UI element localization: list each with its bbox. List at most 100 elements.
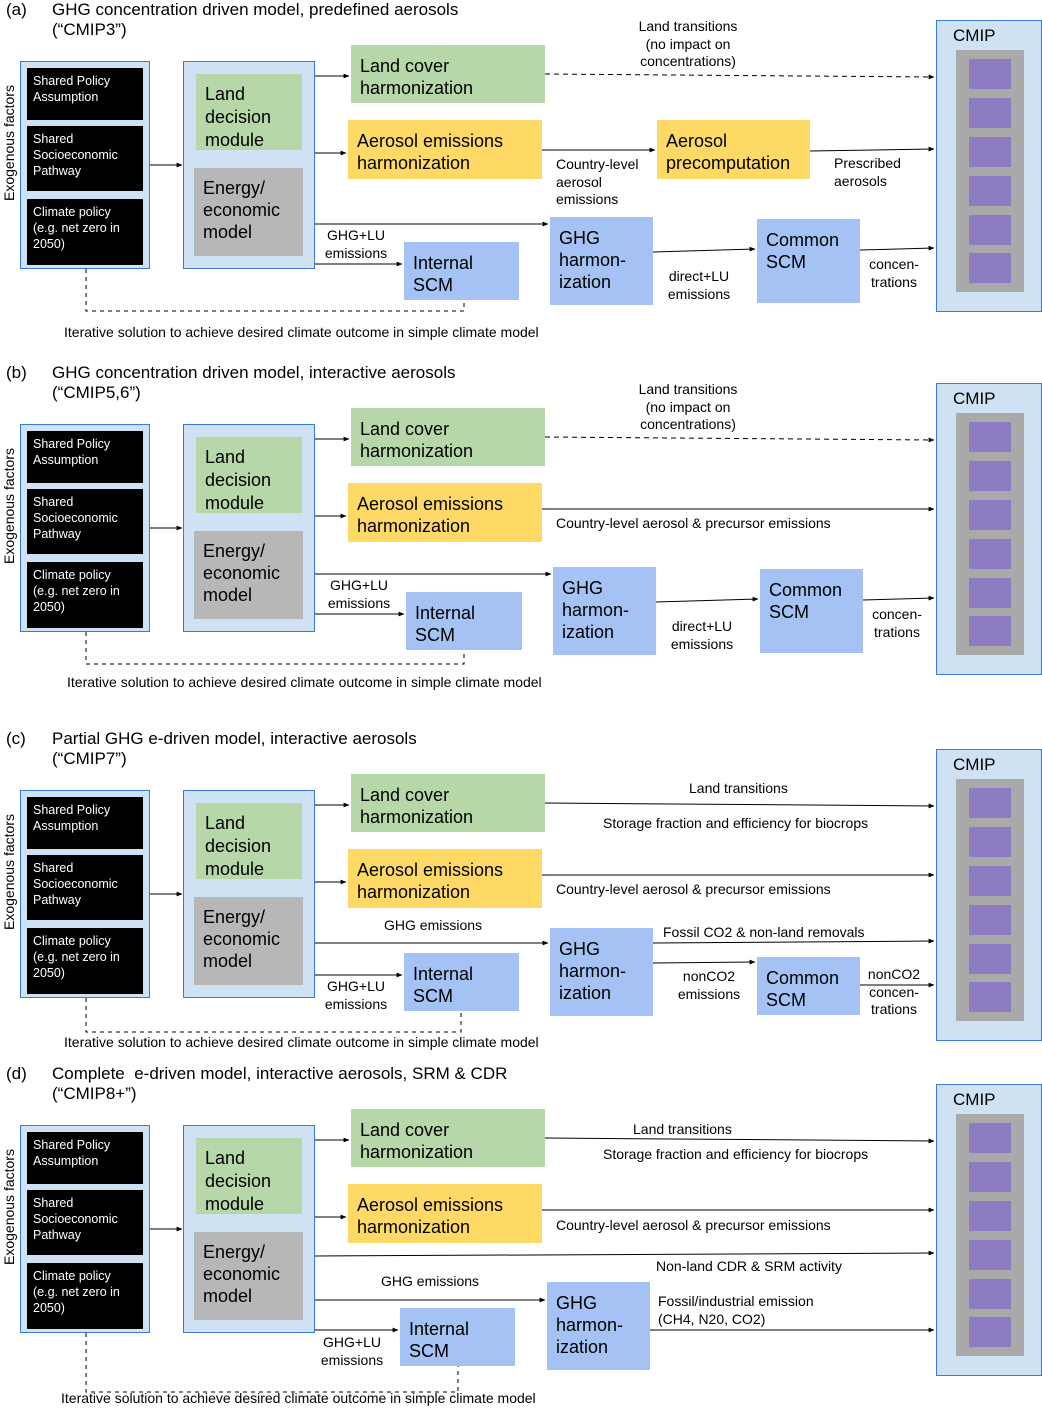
cmip-title: CMIP <box>953 389 996 408</box>
cmip-model-slot <box>969 461 1011 491</box>
panel-subtitle: (“CMIP3”) <box>52 20 127 39</box>
ghg-harmonization: GHG harmon- ization <box>547 1282 650 1370</box>
land-decision-module: Land decision module <box>196 437 302 513</box>
cmip-model-slot <box>969 253 1011 283</box>
ghg-lu-emissions-label: GHG+LU emissions <box>324 978 388 1012</box>
cmip-model-slot <box>969 944 1011 974</box>
cmip-model-stack <box>956 413 1024 655</box>
panel-a: (a)GHG concentration driven model, prede… <box>0 0 1042 350</box>
ghg-emissions-label: GHG emissions <box>381 1273 480 1289</box>
shared-socioeconomic-pathway: Shared Socioeconomic Pathway <box>27 126 143 191</box>
land-decision-module: Land decision module <box>196 1138 302 1214</box>
cmip-model-slot <box>969 176 1011 206</box>
panel-title: (c)Partial GHG e-driven model, interacti… <box>6 729 417 748</box>
prescribed-aerosols-label: Prescribed aerosols <box>834 155 901 189</box>
common-scm: Common SCM <box>757 957 860 1015</box>
non-land-cdr-label: Non-land CDR & SRM activity <box>656 1258 842 1274</box>
aerosol-precomputation: Aerosol precomputation <box>657 120 810 179</box>
internal-scm: Internal SCM <box>406 592 522 650</box>
iterative-solution-label: Iterative solution to achieve desired cl… <box>61 1390 536 1406</box>
model-box: Land decision module Energy/ economic mo… <box>183 1125 315 1333</box>
exogenous-factors-box: Shared Policy Assumption Shared Socioeco… <box>20 790 150 998</box>
cmip-box: CMIP <box>936 749 1042 1041</box>
panel-subtitle: (“CMIP5,6”) <box>52 383 141 402</box>
cmip-model-slot <box>969 827 1011 857</box>
cmip-title: CMIP <box>953 26 996 45</box>
iterative-solution-label: Iterative solution to achieve desired cl… <box>67 674 542 690</box>
cmip-model-stack <box>956 779 1024 1021</box>
fossil-industrial-label: Fossil/industrial emission (CH4, N20, CO… <box>658 1293 814 1327</box>
internal-scm: Internal SCM <box>404 242 519 300</box>
model-box: Land decision module Energy/ economic mo… <box>183 790 315 998</box>
cmip-model-slot <box>969 616 1011 646</box>
model-box: Land decision module Energy/ economic mo… <box>183 61 315 269</box>
panel-d: (d)Complete e-driven model, interactive … <box>0 1064 1042 1414</box>
cmip-model-stack <box>956 1114 1024 1356</box>
climate-policy: Climate policy (e.g. net zero in 2050) <box>27 562 143 628</box>
cmip-model-slot <box>969 1162 1011 1192</box>
land-cover-harmonization: Land cover harmonization <box>351 1109 545 1167</box>
cmip-box: CMIP <box>936 383 1042 675</box>
exogenous-factors-box: Shared Policy Assumption Shared Socioeco… <box>20 424 150 632</box>
country-level-label: Country-level aerosol & precursor emissi… <box>556 881 831 897</box>
arrows <box>85 436 935 665</box>
cmip-model-slot <box>969 422 1011 452</box>
cmip-model-slot <box>969 1123 1011 1153</box>
country-level-label: Country-level aerosol emissions <box>556 156 639 207</box>
shared-socioeconomic-pathway: Shared Socioeconomic Pathway <box>27 489 143 554</box>
storage-fraction-label: Storage fraction and efficiency for bioc… <box>603 1146 869 1162</box>
land-cover-harmonization: Land cover harmonization <box>351 408 545 466</box>
country-level-label: Country-level aerosol & precursor emissi… <box>556 515 831 531</box>
energy-economic-model: Energy/ economic model <box>194 531 303 619</box>
cmip-model-slot <box>969 137 1011 167</box>
panel-subtitle: (“CMIP8+”) <box>52 1084 137 1103</box>
land-cover-harmonization: Land cover harmonization <box>351 774 545 832</box>
cmip-model-slot <box>969 500 1011 530</box>
shared-policy-assumption: Shared Policy Assumption <box>27 431 143 483</box>
climate-policy: Climate policy (e.g. net zero in 2050) <box>27 928 143 994</box>
panel-b: (b)GHG concentration driven model, inter… <box>0 363 1042 713</box>
cmip-model-slot <box>969 1201 1011 1231</box>
shared-policy-assumption: Shared Policy Assumption <box>27 797 143 849</box>
aerosol-emissions-harmonization: Aerosol emissions harmonization <box>348 483 542 542</box>
cmip-title: CMIP <box>953 1090 996 1109</box>
model-box: Land decision module Energy/ economic mo… <box>183 424 315 632</box>
shared-policy-assumption: Shared Policy Assumption <box>27 68 143 120</box>
arrows <box>85 73 935 312</box>
shared-policy-assumption: Shared Policy Assumption <box>27 1132 143 1184</box>
cmip-model-slot <box>969 982 1011 1012</box>
ghg-lu-emissions-label: GHG+LU emissions <box>327 577 391 611</box>
country-level-label: Country-level aerosol & precursor emissi… <box>556 1217 831 1233</box>
concentrations-label: concen- trations <box>869 256 919 290</box>
cmip-model-slot <box>969 578 1011 608</box>
ghg-harmonization: GHG harmon- ization <box>550 928 653 1016</box>
cmip-title: CMIP <box>953 755 996 774</box>
direct-lu-emissions-label: direct+LU emissions <box>670 618 734 652</box>
aerosol-emissions-harmonization: Aerosol emissions harmonization <box>348 849 542 908</box>
iterative-solution-label: Iterative solution to achieve desired cl… <box>64 1034 539 1050</box>
internal-scm: Internal SCM <box>404 953 519 1011</box>
ghg-harmonization: GHG harmon- ization <box>553 567 656 655</box>
energy-economic-model: Energy/ economic model <box>194 1232 303 1320</box>
storage-fraction-label: Storage fraction and efficiency for bioc… <box>603 815 869 831</box>
fossil-co2-label: Fossil CO2 & non-land removals <box>663 924 865 940</box>
ghg-lu-emissions-label: GHG+LU emissions <box>324 227 388 261</box>
land-decision-module: Land decision module <box>196 74 302 150</box>
iterative-solution-label: Iterative solution to achieve desired cl… <box>64 324 539 340</box>
nonco2-emissions-label: nonCO2 emissions <box>677 968 741 1002</box>
panel-subtitle: (“CMIP7”) <box>52 749 127 768</box>
arrows <box>85 1137 935 1393</box>
cmip-model-slot <box>969 788 1011 818</box>
energy-economic-model: Energy/ economic model <box>194 897 303 985</box>
panel-c: (c)Partial GHG e-driven model, interacti… <box>0 729 1042 1079</box>
shared-socioeconomic-pathway: Shared Socioeconomic Pathway <box>27 1190 143 1255</box>
climate-policy: Climate policy (e.g. net zero in 2050) <box>27 199 143 265</box>
land-transitions-label: Land transitions (no impact on concentra… <box>638 18 738 69</box>
cmip-model-slot <box>969 59 1011 89</box>
internal-scm: Internal SCM <box>400 1308 515 1366</box>
shared-socioeconomic-pathway: Shared Socioeconomic Pathway <box>27 855 143 920</box>
ghg-lu-emissions-label: GHG+LU emissions <box>320 1334 384 1368</box>
panel-title: (a)GHG concentration driven model, prede… <box>6 0 459 19</box>
land-transitions-label: Land transitions (no impact on concentra… <box>638 381 738 432</box>
energy-economic-model: Energy/ economic model <box>194 168 303 256</box>
